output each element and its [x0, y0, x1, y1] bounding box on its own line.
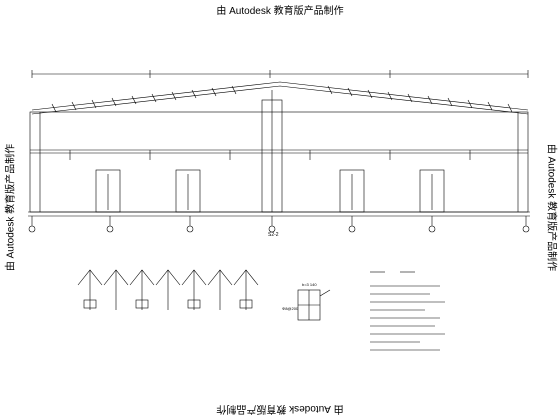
detail-note: b=3 140	[302, 282, 317, 287]
roof-rafter	[31, 81, 529, 111]
node-details	[77, 269, 259, 310]
detail-dimension: Φ8@200	[282, 306, 299, 311]
frame-outline	[29, 111, 529, 213]
grid-axes	[28, 216, 530, 233]
beam-marks	[69, 150, 471, 160]
watermark-top: 由 Autodesk 教育版产品制作	[216, 6, 344, 17]
general-notes	[370, 271, 445, 351]
connection-detail	[297, 289, 331, 321]
section-mark: S2-2	[268, 232, 279, 238]
purlin-marks	[51, 85, 513, 113]
